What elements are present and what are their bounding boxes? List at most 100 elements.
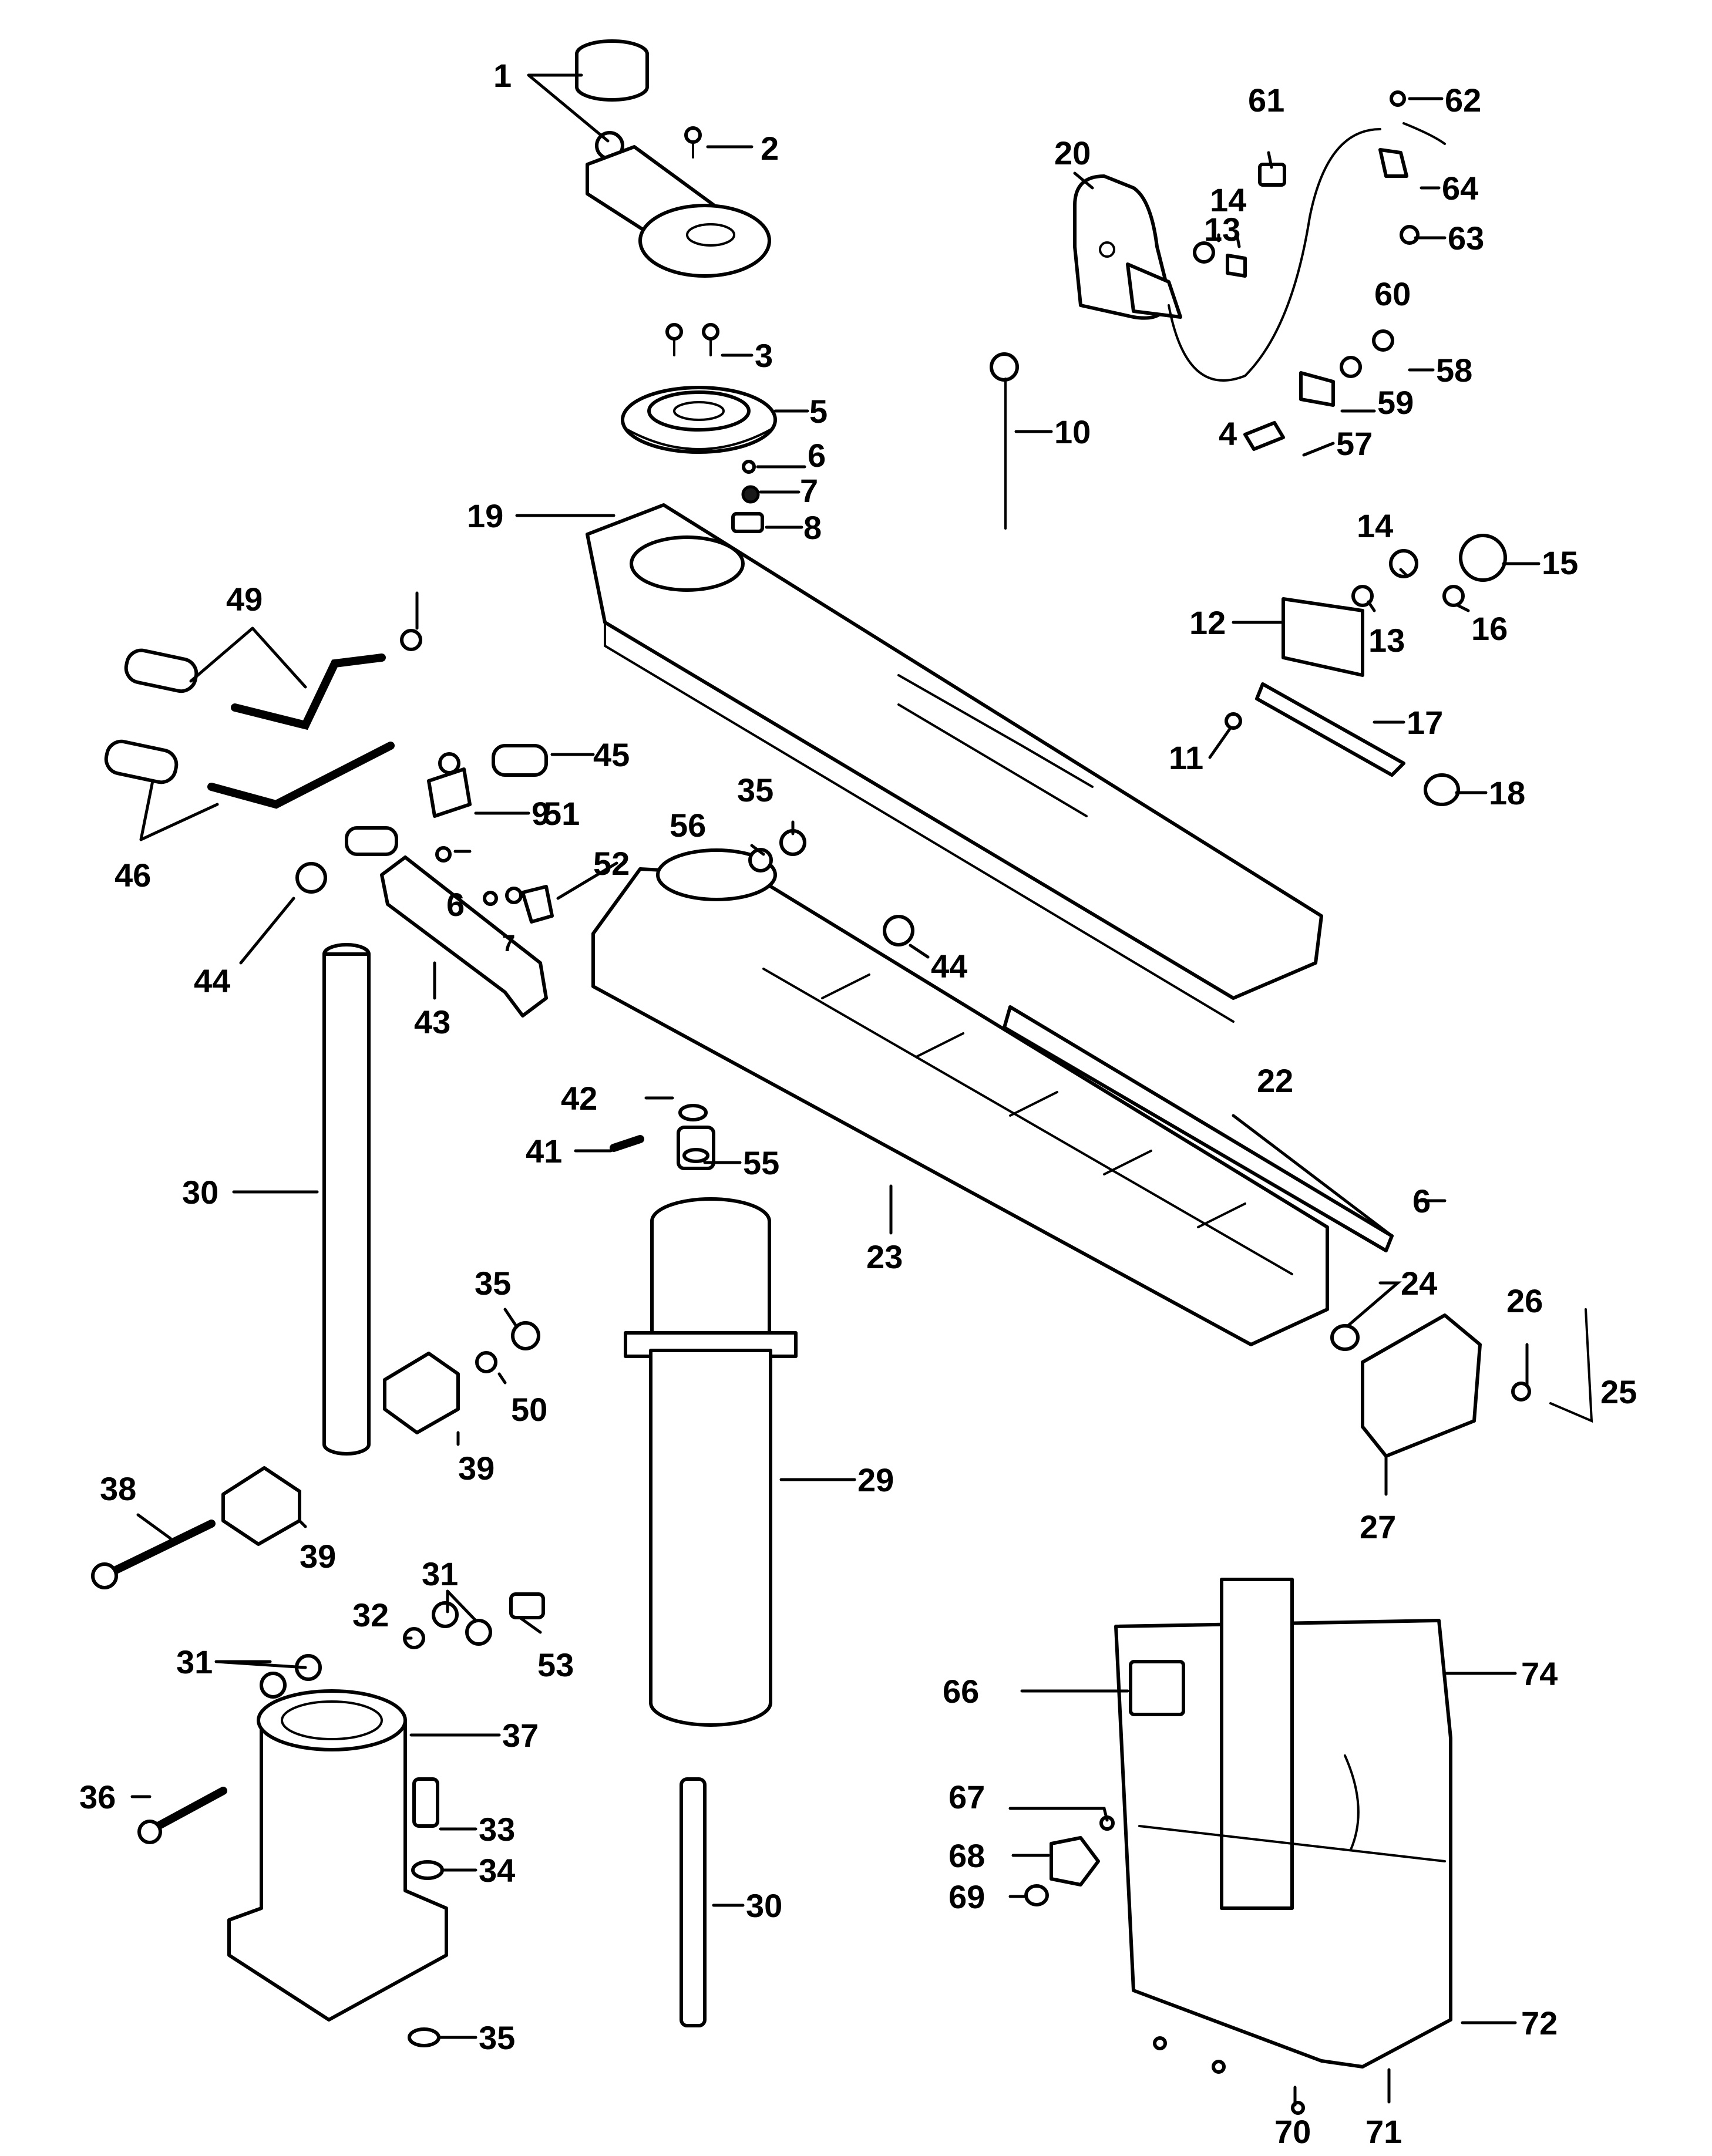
callout-27: 27 (1360, 1508, 1396, 1545)
callout-35b: 35 (475, 1265, 511, 1302)
callout-59: 59 (1377, 384, 1414, 421)
part-5-dial-ring (621, 386, 777, 454)
callout-14b: 14 (1210, 181, 1246, 218)
callout-19: 19 (467, 497, 503, 534)
callout-13: 13 (1368, 622, 1405, 659)
callout-22: 22 (1257, 1062, 1293, 1099)
callout-7b: 7 (502, 931, 515, 956)
callout-6c: 6 (1412, 1183, 1431, 1220)
callout-20: 20 (1054, 134, 1091, 171)
callout-53: 53 (537, 1646, 574, 1683)
part-51-52-brackets (427, 752, 554, 924)
callout-57: 57 (1336, 425, 1373, 462)
callout-30b: 30 (746, 1887, 782, 1924)
callout-71: 71 (1365, 2113, 1402, 2150)
callout-6b: 6 (446, 886, 465, 923)
callout-5: 5 (809, 393, 828, 430)
callout-72: 72 (1521, 2005, 1558, 2042)
callout-17: 17 (1407, 704, 1443, 741)
callout-60: 60 (1374, 275, 1411, 312)
callout-66: 66 (943, 1673, 979, 1710)
part-24-27-end-cap (1330, 1308, 1593, 1458)
callout-29: 29 (857, 1461, 894, 1498)
callout-37: 37 (502, 1717, 539, 1754)
callout-55: 55 (743, 1144, 779, 1181)
part-30-post (322, 943, 707, 2027)
callout-42: 42 (561, 1080, 597, 1117)
callout-3: 3 (755, 337, 773, 374)
callout-26: 26 (1506, 1282, 1543, 1319)
callout-67: 67 (949, 1778, 985, 1815)
part-67-69-knob (1024, 1815, 1305, 2115)
leader-lines (130, 73, 1541, 2107)
part-1-cap-and-crank (575, 39, 771, 278)
part-41-pin (610, 1135, 644, 1152)
callout-10: 10 (1054, 413, 1091, 450)
callout-74: 74 (1521, 1655, 1558, 1692)
callout-46: 46 (115, 857, 151, 894)
callout-13b: 13 (1204, 211, 1240, 248)
callout-43: 43 (414, 1003, 450, 1040)
part-23-arm-base (591, 848, 1329, 1346)
part-bolts (91, 1520, 545, 1844)
callout-18: 18 (1489, 774, 1525, 811)
callout-33: 33 (479, 1811, 515, 1848)
callout-12: 12 (1189, 604, 1226, 641)
callout-30a: 30 (182, 1174, 218, 1211)
callout-35c: 35 (479, 2019, 515, 2056)
callout-15: 15 (1542, 544, 1578, 581)
part-29-column-tube (624, 1104, 798, 1727)
callout-44a: 44 (194, 962, 230, 999)
callout-11: 11 (1169, 739, 1203, 776)
callout-2: 2 (761, 130, 779, 167)
part-45-46-49-handles (104, 648, 548, 856)
callout-56: 56 (670, 807, 706, 844)
part-74-blade-guard (1114, 1578, 1452, 2069)
callout-62: 62 (1445, 82, 1481, 119)
part-22-rail (1003, 1005, 1394, 1252)
part-19-arm-cover (586, 503, 1323, 1023)
callout-8: 8 (803, 509, 822, 546)
callout-39a: 39 (458, 1450, 495, 1487)
part-6-7-8-small-parts (731, 460, 764, 533)
callout-49: 49 (226, 581, 263, 618)
callout-6a: 6 (808, 437, 826, 474)
callout-51: 51 (543, 795, 580, 832)
callout-69: 69 (949, 1878, 985, 1915)
callout-52: 52 (593, 845, 630, 882)
part-39-clamps (221, 1352, 460, 1546)
part-12-18-fittings (1225, 534, 1507, 806)
callout-23: 23 (866, 1238, 903, 1275)
callout-64: 64 (1442, 170, 1478, 207)
callout-68: 68 (949, 1837, 985, 1874)
callout-63: 63 (1448, 220, 1484, 257)
callout-9: 9 (532, 795, 550, 832)
callout-70: 70 (1274, 2113, 1311, 2150)
part-3-screws (665, 323, 719, 356)
callout-36: 36 (79, 1778, 116, 1815)
callout-31a: 31 (422, 1555, 458, 1592)
callout-39b: 39 (300, 1538, 336, 1575)
callout-24: 24 (1401, 1265, 1437, 1302)
callout-7a: 7 (800, 472, 818, 509)
callout-32: 32 (352, 1596, 389, 1633)
callout-16: 16 (1471, 610, 1508, 647)
callout-1: 1 (493, 57, 512, 94)
callout-25: 25 (1600, 1373, 1637, 1410)
callout-61: 61 (1248, 82, 1284, 119)
callout-31b: 31 (176, 1643, 213, 1680)
callout-14: 14 (1357, 507, 1393, 544)
part-cable-assembly (1168, 90, 1446, 451)
part-2-screw (684, 126, 702, 159)
callout-41: 41 (526, 1133, 562, 1170)
callout-44b: 44 (931, 948, 967, 985)
part-37-base (227, 1689, 448, 2022)
callout-50: 50 (511, 1391, 547, 1428)
part-10-rod (990, 352, 1019, 530)
callout-45: 45 (593, 736, 630, 773)
callout-34: 34 (479, 1852, 515, 1889)
part-43-wrench (380, 855, 548, 1018)
callout-58: 58 (1436, 352, 1472, 389)
part-washers-nuts (260, 629, 914, 2047)
